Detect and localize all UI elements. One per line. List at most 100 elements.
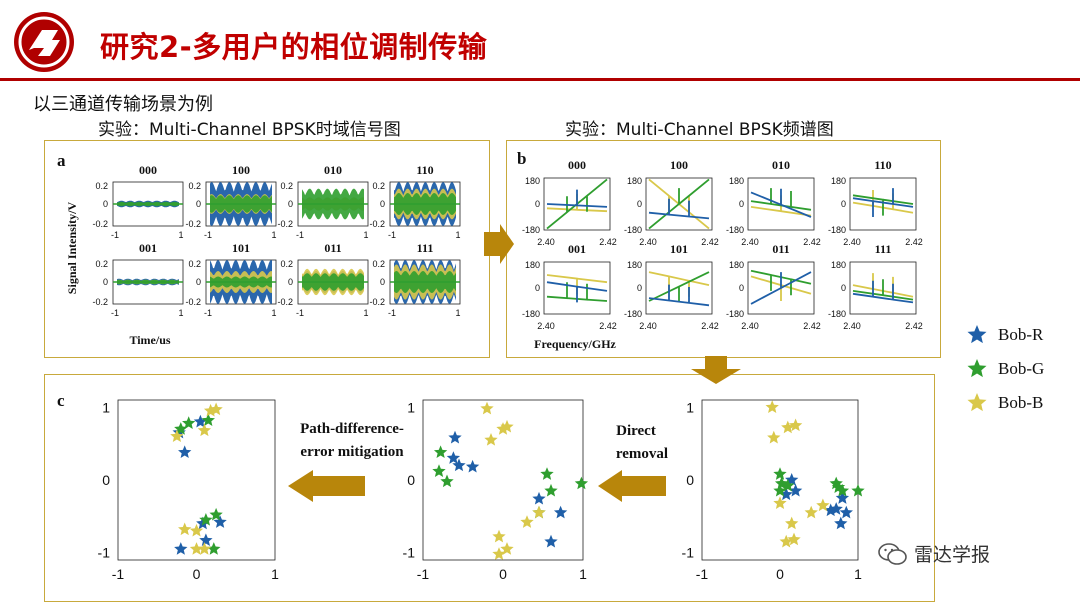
subplot-label: 011 [772,242,789,256]
y-tick-label: 0 [103,277,108,287]
y-tick-label: 180 [831,176,846,186]
scatter-point-bob-g [440,474,454,488]
watermark: 雷达学报 [878,540,990,567]
mitigation-label: Path-difference- [300,421,404,437]
y-tick-label: -0.2 [369,297,385,307]
y-tick-label: 180 [831,260,846,270]
x-tick-label: -1 [111,230,119,240]
caption-spectrum: 实验：Multi-Channel BPSK频谱图 [565,120,834,140]
y-tick-label: 0.2 [188,259,201,269]
y-tick-label: 0.2 [188,181,201,191]
y-tick-label: 0 [686,472,694,488]
y-tick-label: 0 [535,283,540,293]
scatter-point-bob-b [197,542,212,555]
y-tick-label: -1 [682,545,695,561]
subplot-label: 001 [568,242,586,256]
left-arrow-icon [288,470,365,502]
x-tick-label: 2.40 [741,321,759,331]
x-tick-label: 1 [455,308,460,318]
subplot-label: 100 [670,158,688,172]
y-tick-label: 0 [407,472,415,488]
x-tick-label: 0 [776,566,784,582]
x-tick-label: 2.42 [905,237,923,247]
x-tick-label: 1 [271,566,279,582]
scatter-point-bob-b [532,505,546,519]
x-tick-label: 2.40 [537,237,555,247]
scatter-point-bob-g [201,413,215,427]
y-tick-label: -180 [726,309,744,319]
y-tick-label: -180 [726,225,744,235]
y-tick-label: -0.2 [185,219,201,229]
y-tick-label: 0 [380,199,385,209]
y-tick-label: -180 [522,309,540,319]
phase-line-blue [546,189,608,208]
x-axis-label: Frequency/GHz [534,337,616,351]
x-tick-label: 2.40 [639,321,657,331]
y-tick-label: 0 [841,283,846,293]
x-tick-label: 2.40 [843,237,861,247]
y-tick-label: 0 [637,199,642,209]
journal-logo [14,12,74,72]
scatter-point-bob-r [446,451,461,464]
y-tick-label: 180 [627,176,642,186]
scatter-point-bob-b [785,516,799,530]
scatter-point-bob-b [767,430,781,444]
scatter-point-bob-r [544,534,558,548]
phase-line-blue [648,284,710,307]
scatter-point-bob-b [781,420,795,434]
y-tick-label: -0.2 [369,219,385,229]
yellow-star-icon [967,393,987,412]
scatter-point-bob-b [480,401,494,415]
scatter-point-bob-g [540,467,554,480]
x-tick-label: 2.42 [803,237,821,247]
scatter-point-bob-r [448,430,462,444]
y-tick-label: 1 [407,399,415,415]
slide-subtitle: 以三通道传输场景为例 [33,94,213,115]
x-tick-label: -1 [417,566,430,582]
panel-c-letter: c [57,391,65,410]
scatter-point-bob-g [207,542,221,555]
wechat-icon [878,542,907,565]
phase-line-green [852,194,914,216]
x-tick-label: 2.40 [537,321,555,331]
y-tick-label: -0.2 [92,219,108,229]
scatter-point-bob-r [199,533,213,547]
scatter-point-bob-r [174,542,188,555]
phase-line-green [648,271,710,303]
scatter-point-bob-b [209,402,223,416]
y-tick-label: 0 [196,277,201,287]
x-tick-label: 2.42 [599,237,617,247]
removal-label: Direct [616,423,656,439]
title-divider [0,78,1080,81]
scatter-point-bob-g [773,483,787,497]
scatter-point-bob-b [788,418,803,432]
scatter-point-bob-r [835,491,850,504]
scatter-point-bob-g [781,478,795,492]
legend-item-bob-g: Bob-G [966,352,1076,386]
subplot-label: 010 [772,158,790,172]
x-tick-label: 1 [579,566,587,582]
x-tick-label: 0 [499,566,507,582]
phase-line-blue [648,198,710,220]
subplot-label: 101 [232,241,250,255]
y-tick-label: -1 [403,545,416,561]
phase-line-blue [852,280,914,304]
scatter-point-bob-r [779,487,793,501]
legend: Bob-R Bob-G Bob-B [966,318,1076,420]
scatter-point-bob-b [816,498,830,512]
scatter-point-bob-r [193,414,208,428]
page-title: 研究2-多用户的相位调制传输 [100,30,488,64]
y-tick-label: -180 [828,309,846,319]
x-tick-label: 1 [271,308,276,318]
x-tick-label: -1 [388,230,396,240]
scatter-point-bob-b [500,542,514,555]
x-tick-label: 2.42 [701,237,719,247]
y-tick-label: 1 [102,399,110,415]
x-tick-label: 2.42 [803,321,821,331]
scatter-axes-left [117,399,276,561]
removal-label: removal [616,446,668,462]
scatter-point-bob-b [787,532,801,546]
x-tick-label: -1 [204,230,212,240]
scatter-point-bob-b [197,423,212,437]
left-arrow-icon [598,470,666,502]
